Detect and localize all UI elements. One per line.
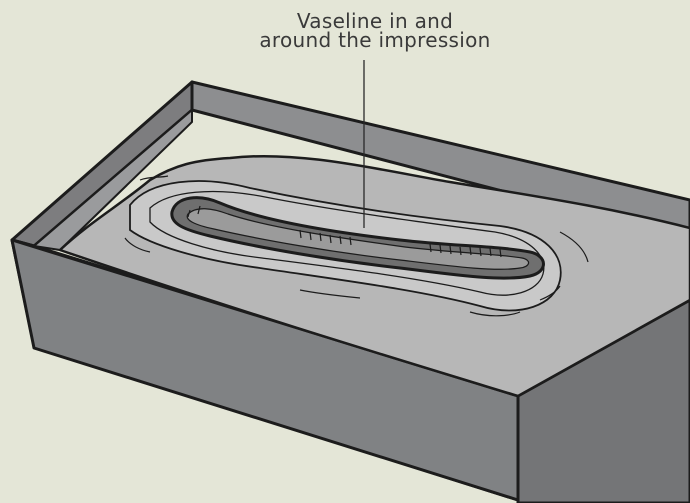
- vaseline-callout-label: Vaseline in and around the impression: [200, 12, 550, 50]
- callout-line-2: around the impression: [200, 31, 550, 50]
